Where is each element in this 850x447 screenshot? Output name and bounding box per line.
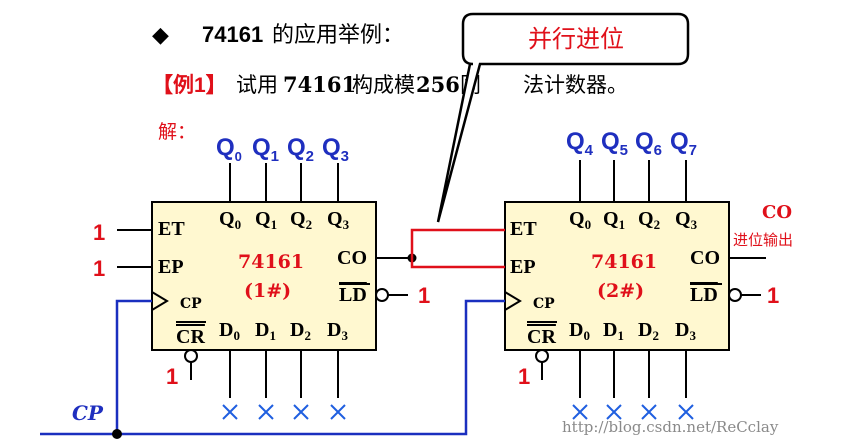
solution-label: 解： bbox=[158, 121, 196, 143]
callout-text: 并行进位 bbox=[528, 26, 624, 53]
chip-1: Q0 Q1 Q2 Q3 Q0 Q1 Q2 Q3 ET EP 1 1 74161 … bbox=[93, 134, 430, 420]
chip-2-pin-d1: D1 bbox=[603, 319, 624, 343]
co-to-et-wire bbox=[410, 228, 505, 258]
carry-wiring bbox=[376, 228, 505, 269]
chip-2-cr-bubble bbox=[535, 349, 549, 363]
chip-2-pin-d2: D2 bbox=[638, 319, 659, 343]
outer-q-label: Q7 bbox=[670, 128, 697, 159]
chip-1-pin-ep: EP bbox=[158, 256, 184, 278]
example-text-b: 构成模 bbox=[352, 74, 415, 97]
chip-2-cr-input: 1 bbox=[518, 364, 530, 389]
chip-2-unused-marks bbox=[572, 404, 694, 420]
chip-1-pin-q2: Q2 bbox=[290, 208, 312, 232]
chip-2: Q4 Q5 Q6 Q7 Q0 Q1 Q2 Q3 ET EP 74161 (2#)… bbox=[504, 128, 793, 420]
clock-wire-chip2 bbox=[40, 299, 505, 436]
x-mark bbox=[678, 404, 694, 420]
chip-2-pin-d3: D3 bbox=[675, 319, 696, 343]
outer-q-label: Q0 bbox=[216, 134, 242, 164]
chip-2-pin-et: ET bbox=[510, 218, 537, 240]
outer-q-label: Q2 bbox=[287, 134, 314, 165]
chip-2-pin-q3: Q3 bbox=[675, 208, 698, 232]
callout-shape bbox=[436, 12, 690, 223]
watermark: http://blog.csdn.net/ReCclay bbox=[562, 418, 779, 436]
chip-1-cr-input: 1 bbox=[166, 364, 178, 389]
chip-1-ld-input: 1 bbox=[418, 283, 430, 308]
chip-1-pin-co: CO bbox=[337, 247, 367, 269]
outer-q-label: Q3 bbox=[322, 134, 349, 165]
outer-q-label: Q1 bbox=[252, 134, 279, 165]
x-mark bbox=[258, 404, 274, 420]
x-mark bbox=[641, 404, 657, 420]
chip-1-et-input: 1 bbox=[93, 220, 105, 245]
chip-1-pin-q1: Q1 bbox=[255, 208, 277, 232]
clock-wire-chip1 bbox=[115, 299, 152, 434]
clock-junction-dot bbox=[112, 429, 122, 439]
chip-1-unused-marks bbox=[222, 404, 346, 420]
clock-label: CP bbox=[72, 401, 104, 425]
chip-1-outer-q-labels: Q0 Q1 Q2 Q3 bbox=[216, 134, 349, 165]
x-mark bbox=[330, 404, 346, 420]
chip-2-pin-cr: CR bbox=[527, 326, 556, 348]
chip-2-pin-q1: Q1 bbox=[603, 208, 625, 232]
chip-1-pin-cr: CR bbox=[176, 326, 205, 348]
heading-chip: 74161 bbox=[202, 22, 263, 47]
chip-2-pin-q0: Q0 bbox=[569, 208, 591, 232]
callout-bubble: 并行进位 bbox=[436, 12, 690, 223]
chip-2-pin-ld: LD bbox=[690, 284, 718, 306]
co-to-ep-wire bbox=[410, 258, 505, 269]
chip-2-pin-q2: Q2 bbox=[638, 208, 660, 232]
chip-1-cr-bubble bbox=[184, 349, 198, 363]
example-chip: 74161 bbox=[283, 72, 356, 97]
chip-2-pin-cp: CP bbox=[533, 296, 555, 312]
chip-2-outer-q-labels: Q4 Q5 Q6 Q7 bbox=[566, 128, 697, 159]
chip-1-pin-q0: Q0 bbox=[219, 208, 241, 232]
x-mark bbox=[222, 404, 238, 420]
chip-1-id: (1#) bbox=[244, 280, 291, 302]
example-text-a: 试用 bbox=[236, 74, 278, 97]
chip-2-pin-ep: EP bbox=[510, 256, 536, 278]
outer-q-label: Q6 bbox=[635, 128, 662, 159]
heading-bullet: ◆ bbox=[152, 22, 169, 47]
example-tag: 【例1】 bbox=[152, 73, 227, 97]
chip-2-co-out-label: CO bbox=[762, 202, 792, 223]
outer-q-label: Q5 bbox=[601, 128, 628, 159]
clock-wiring: CP bbox=[40, 299, 505, 439]
x-mark bbox=[572, 404, 588, 420]
chip-2-id: (2#) bbox=[597, 280, 644, 302]
chip-1-name: 74161 bbox=[238, 251, 304, 273]
chip-1-pin-cp: CP bbox=[180, 296, 202, 312]
x-mark bbox=[606, 404, 622, 420]
example-text-d: 法计数器。 bbox=[523, 74, 628, 97]
heading-text: 的应用举例： bbox=[272, 22, 404, 47]
chip-1-pin-et: ET bbox=[158, 218, 185, 240]
chip-2-pin-d0: D0 bbox=[569, 319, 590, 343]
chip-1-pin-q3: Q3 bbox=[327, 208, 350, 232]
chip-1-pin-d1: D1 bbox=[255, 319, 276, 343]
chip-2-co-out-desc: 进位输出 bbox=[733, 232, 793, 249]
chip-2-ld-bubble bbox=[728, 288, 742, 302]
outer-q-label: Q4 bbox=[566, 128, 594, 159]
chip-1-pin-d2: D2 bbox=[290, 319, 311, 343]
chip-1-pin-ld: LD bbox=[339, 284, 367, 306]
chip-2-pin-co: CO bbox=[690, 247, 720, 269]
example-num: 256 bbox=[416, 72, 460, 97]
x-mark bbox=[293, 404, 309, 420]
chip-2-ld-input: 1 bbox=[767, 283, 779, 308]
chip-2-body bbox=[504, 201, 730, 351]
chip-1-ld-bubble bbox=[375, 288, 389, 302]
chip-1-ep-input: 1 bbox=[93, 256, 105, 281]
chip-1-body bbox=[151, 201, 377, 351]
chip-1-pin-d3: D3 bbox=[327, 319, 348, 343]
chip-2-name: 74161 bbox=[591, 251, 657, 273]
chip-1-pin-d0: D0 bbox=[219, 319, 240, 343]
